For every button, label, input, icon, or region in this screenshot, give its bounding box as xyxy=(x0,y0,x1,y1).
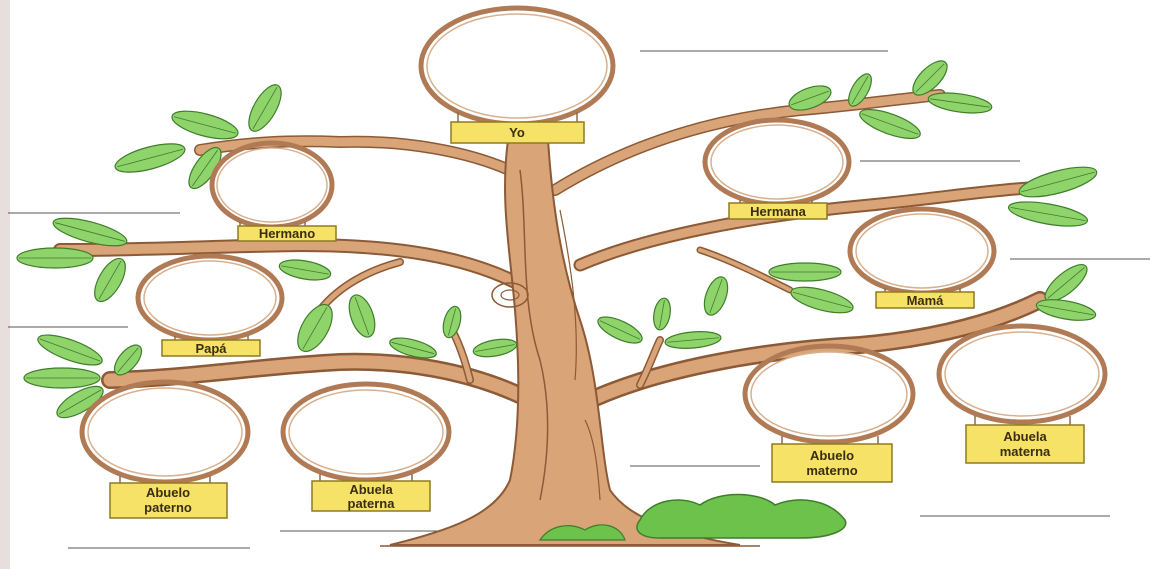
name-sign xyxy=(875,291,975,309)
leaf xyxy=(23,367,101,389)
name-sign xyxy=(161,339,261,357)
leaf xyxy=(1007,201,1089,227)
leaf xyxy=(653,297,671,331)
leaves xyxy=(16,60,1098,419)
leaf xyxy=(1018,166,1098,198)
sign-label-abuelo-materno-line1: Abuelo xyxy=(810,448,854,463)
portrait-yo: Yo xyxy=(418,5,616,144)
leaf xyxy=(788,85,832,111)
leaf xyxy=(113,344,143,376)
portrait-abuela-materna: Abuela materna xyxy=(936,323,1108,464)
sign-label-abuelo-paterno-line2: paterno xyxy=(144,500,192,515)
leaf xyxy=(472,338,518,358)
sign-label-yo: Yo xyxy=(509,125,525,140)
name-sign xyxy=(311,480,431,512)
name-sign xyxy=(771,443,893,483)
leaf xyxy=(94,257,126,303)
leaf xyxy=(848,73,872,107)
leaf xyxy=(278,259,332,281)
leaf xyxy=(37,334,103,366)
leaf xyxy=(912,60,948,96)
portrait-hermana: Hermana xyxy=(702,117,852,220)
sign-label-mama: Mamá xyxy=(907,293,945,308)
portrait-abuelo-materno: Abuelo materno xyxy=(742,343,916,483)
leaf xyxy=(297,303,333,353)
name-sign xyxy=(109,482,228,519)
photo-frame[interactable] xyxy=(280,381,452,483)
leaf xyxy=(114,143,186,173)
leaf xyxy=(16,247,94,269)
sign-label-papa: Papá xyxy=(195,341,227,356)
portrait-hermano: Hermano xyxy=(209,140,337,242)
name-sign xyxy=(965,424,1085,464)
leaf xyxy=(664,331,722,349)
photo-frame[interactable] xyxy=(79,379,251,485)
tree-branches xyxy=(53,89,1049,414)
tree-trunk xyxy=(389,139,741,546)
portrait-abuelo-paterno: Abuelo paterno xyxy=(79,379,251,519)
leaf xyxy=(56,385,104,419)
portrait-mama: Mamá xyxy=(847,206,997,309)
sign-label-abuelo-materno-line2: materno xyxy=(806,463,857,478)
leaf xyxy=(927,92,993,114)
name-sign xyxy=(450,121,585,144)
leaf xyxy=(790,286,854,314)
name-sign xyxy=(728,202,828,220)
leaf xyxy=(1035,299,1097,321)
portrait-papa: Papá xyxy=(135,253,285,357)
leaf xyxy=(389,337,437,359)
sign-label-abuela-paterna-line2: paterna xyxy=(348,496,396,511)
photo-frame[interactable] xyxy=(936,323,1108,425)
grass-bush xyxy=(380,493,847,547)
page-edge-shadow xyxy=(0,0,10,569)
sign-label-abuela-materna-line2: materna xyxy=(1000,444,1051,459)
leaf xyxy=(52,217,128,247)
leaf xyxy=(859,108,921,140)
leaf xyxy=(442,305,462,339)
leaf xyxy=(703,276,729,316)
sign-label-hermano: Hermano xyxy=(259,226,315,241)
leaf xyxy=(768,262,842,282)
leaf xyxy=(171,110,239,140)
name-sign xyxy=(237,225,337,242)
photo-frame[interactable] xyxy=(742,343,916,445)
sign-label-hermana: Hermana xyxy=(750,204,806,219)
portrait-abuela-paterna: Abuela paterna xyxy=(280,381,452,512)
leaf xyxy=(348,294,376,338)
sign-label-abuela-paterna-line1: Abuela xyxy=(349,482,393,497)
leaf xyxy=(597,316,643,344)
sign-label-abuelo-paterno-line1: Abuelo xyxy=(146,485,190,500)
sign-label-abuela-materna-line1: Abuela xyxy=(1003,429,1047,444)
leaf xyxy=(248,84,282,132)
write-in-lines xyxy=(8,50,1150,549)
